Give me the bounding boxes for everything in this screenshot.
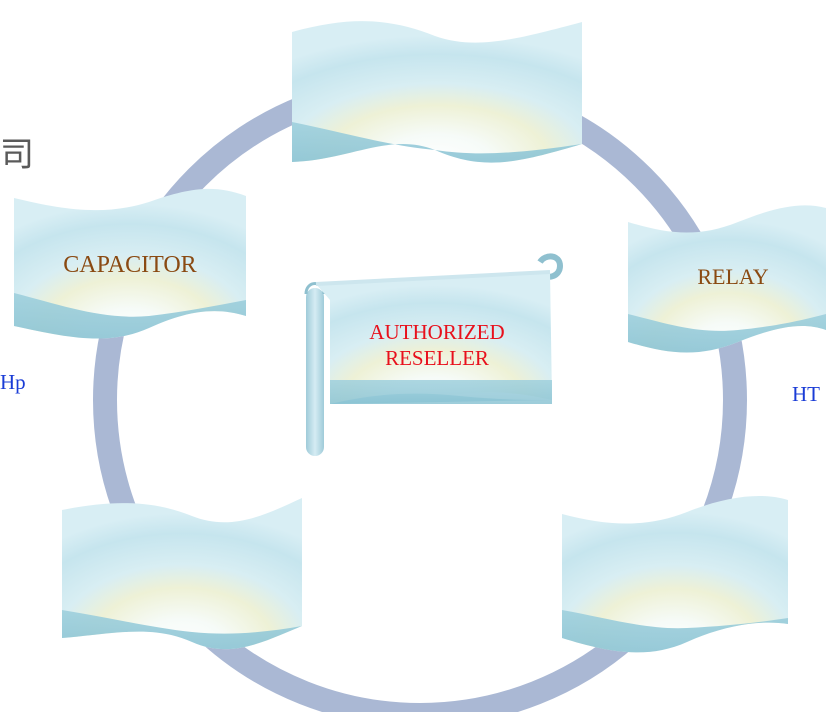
node-label-relay: RELAY xyxy=(697,264,769,289)
center-label-line2: RESELLER xyxy=(385,346,489,370)
side-text-left: Hp xyxy=(0,370,26,394)
node-label-capacitor: CAPACITOR xyxy=(63,252,197,278)
center-label-line1: AUTHORIZED xyxy=(369,320,505,344)
node-capacitor xyxy=(14,188,246,339)
side-text-right: HT xyxy=(792,382,820,406)
node-bottom-left xyxy=(62,498,302,650)
center-scroll xyxy=(304,253,564,456)
node-top xyxy=(292,21,582,163)
node-bottom-right xyxy=(562,496,788,653)
node-relay xyxy=(628,205,826,353)
corner-glyph: 司 xyxy=(0,135,34,175)
